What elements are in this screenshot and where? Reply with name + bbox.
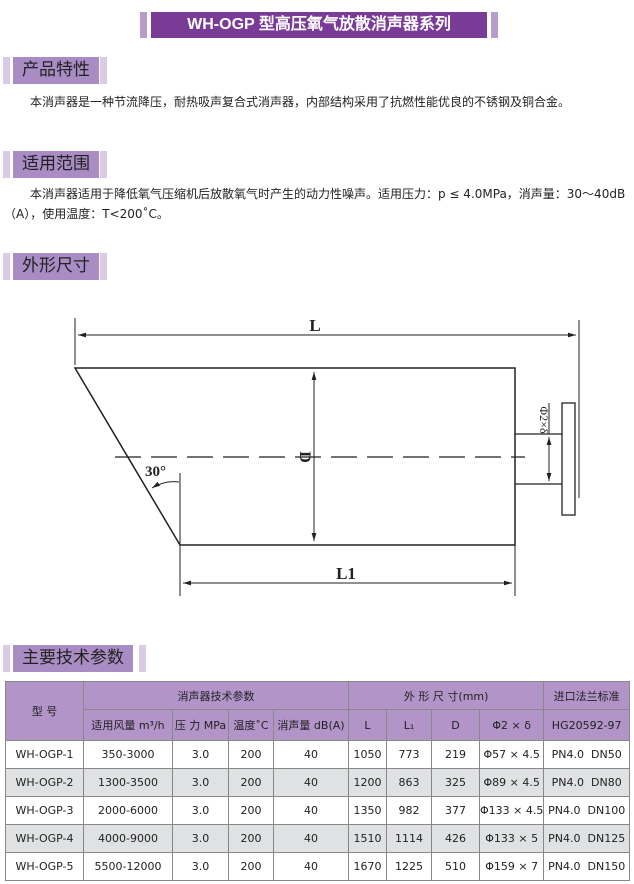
header-flange: 进口法兰标准 — [543, 681, 630, 710]
label-L: L — [309, 316, 320, 335]
flange — [561, 402, 576, 516]
table-cell: 2000-6000 — [83, 796, 173, 825]
table-cell: 325 — [431, 768, 480, 797]
table-cell: 1050 — [348, 740, 387, 769]
subheader: 温度˚C — [228, 709, 274, 741]
subheader: L — [348, 709, 387, 741]
subheader: HG20592-97 — [543, 709, 630, 741]
table-cell: WH-OGP-5 — [5, 852, 84, 881]
table-cell: 1350 — [348, 796, 387, 825]
label-D: D — [296, 451, 313, 463]
table-cell: 40 — [273, 852, 349, 881]
table-cell: WH-OGP-1 — [5, 740, 84, 769]
table-cell: 40 — [273, 740, 349, 769]
table-cell: 1670 — [348, 852, 387, 881]
table-cell: 1510 — [348, 824, 387, 853]
angle-arc — [151, 481, 180, 489]
table-cell: Φ133 × 5 — [478, 824, 545, 853]
subheader: 消声量 dB(A) — [273, 709, 349, 741]
table-cell: 1200 — [348, 768, 387, 797]
header-model: 型 号 — [5, 681, 84, 741]
table-cell: 3.0 — [172, 824, 229, 853]
header-dims: 外 形 尺 寸(mm) — [347, 681, 545, 710]
subheader: 适用风量 m³/h — [83, 709, 173, 741]
table-cell: 200 — [228, 796, 274, 825]
table-cell: 377 — [431, 796, 480, 825]
label-angle: 30° — [145, 464, 166, 480]
subheader: D — [431, 709, 480, 741]
table-cell: 4000-9000 — [83, 824, 173, 853]
table-cell: 1225 — [386, 852, 432, 881]
table-cell: PN4.0 DN150 — [543, 852, 630, 881]
scope-text: 本消声器适用于降低氧气压缩机后放散氧气时产生的动力性噪声。适用压力：p ≤ 4.… — [4, 187, 626, 221]
table-cell: 40 — [273, 824, 349, 853]
table-cell: 350-3000 — [83, 740, 173, 769]
table-cell: 773 — [386, 740, 432, 769]
table-cell: WH-OGP-4 — [5, 824, 84, 853]
table-cell: 510 — [431, 852, 480, 881]
table-cell: 200 — [228, 852, 274, 881]
params-table: 型 号 消声器技术参数 外 形 尺 寸(mm) 进口法兰标准 适用风量 m³/h… — [5, 681, 630, 881]
table-cell: 40 — [273, 768, 349, 797]
table-cell: 5500-12000 — [83, 852, 173, 881]
dimension-drawing: L D L1 30° Φ2×δ — [73, 316, 580, 596]
table-cell: 40 — [273, 796, 349, 825]
header-tech: 消声器技术参数 — [83, 681, 349, 710]
table-cell: Φ159 × 7 — [478, 852, 545, 881]
table-cell: 1114 — [386, 824, 432, 853]
subheader: L₁ — [386, 709, 432, 741]
table-cell: 863 — [386, 768, 432, 797]
table-cell: Φ133 × 4.5 — [478, 796, 545, 825]
table-cell: 3.0 — [172, 796, 229, 825]
features-text: 本消声器是一种节流降压，耐热吸声复合式消声器，内部结构采用了抗燃性能优良的不锈钢… — [30, 95, 571, 109]
table-cell: 219 — [431, 740, 480, 769]
page-title-banner: WH-OGP 型高压氧气放散消声器系列 — [140, 12, 500, 38]
table-cell: WH-OGP-2 — [5, 768, 84, 797]
table-cell: 3.0 — [172, 768, 229, 797]
label-pipe: Φ2×δ — [537, 406, 551, 434]
subheader: Φ2 × δ — [478, 709, 545, 741]
label-L1: L1 — [336, 564, 356, 583]
table-cell: PN4.0 DN125 — [543, 824, 630, 853]
table-cell: 200 — [228, 740, 274, 769]
table-cell: PN4.0 DN100 — [543, 796, 630, 825]
table-cell: Φ57 × 4.5 — [478, 740, 545, 769]
table-cell: 200 — [228, 824, 274, 853]
table-cell: PN4.0 DN80 — [543, 768, 630, 797]
table-cell: 982 — [386, 796, 432, 825]
inlet-pipe — [515, 433, 562, 485]
table-cell: 426 — [431, 824, 480, 853]
page-title: WH-OGP 型高压氧气放散消声器系列 — [151, 12, 487, 38]
subheader: 压 力 MPa — [172, 709, 229, 741]
table-cell: PN4.0 DN50 — [543, 740, 630, 769]
table-cell: 3.0 — [172, 852, 229, 881]
table-cell: 3.0 — [172, 740, 229, 769]
table-cell: WH-OGP-3 — [5, 796, 84, 825]
table-cell: Φ89 × 4.5 — [478, 768, 545, 797]
table-cell: 1300-3500 — [83, 768, 173, 797]
table-cell: 200 — [228, 768, 274, 797]
